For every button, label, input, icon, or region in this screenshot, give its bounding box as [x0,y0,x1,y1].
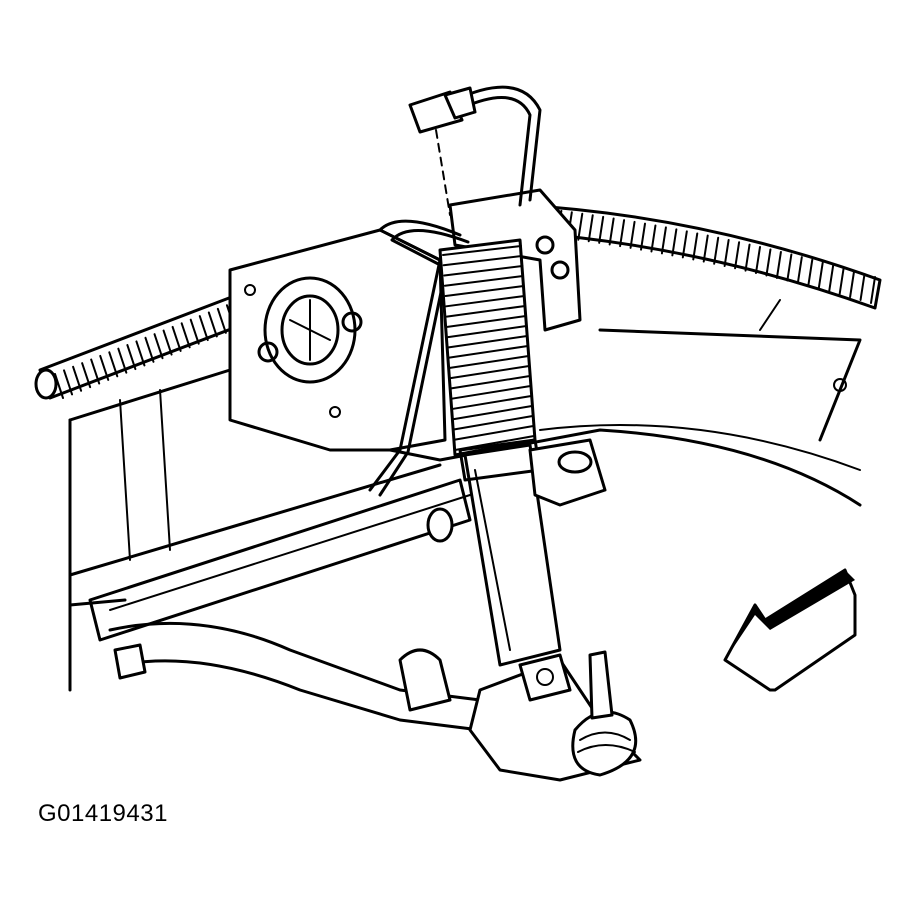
corrugated-tube-left [34,288,262,400]
air-line [368,219,470,497]
lower-bushing [571,650,638,777]
mounting-bolt [68,507,454,680]
mount-plate [228,228,447,452]
figure-id-label: G01419431 [38,800,168,827]
upper-mount-bushing [528,438,607,507]
electrical-connector [408,86,477,134]
frame-rail [68,299,862,692]
shock-absorber-body [458,438,562,667]
front-direction-arrow-icon [723,568,857,692]
air-spring-bellows [438,238,537,457]
